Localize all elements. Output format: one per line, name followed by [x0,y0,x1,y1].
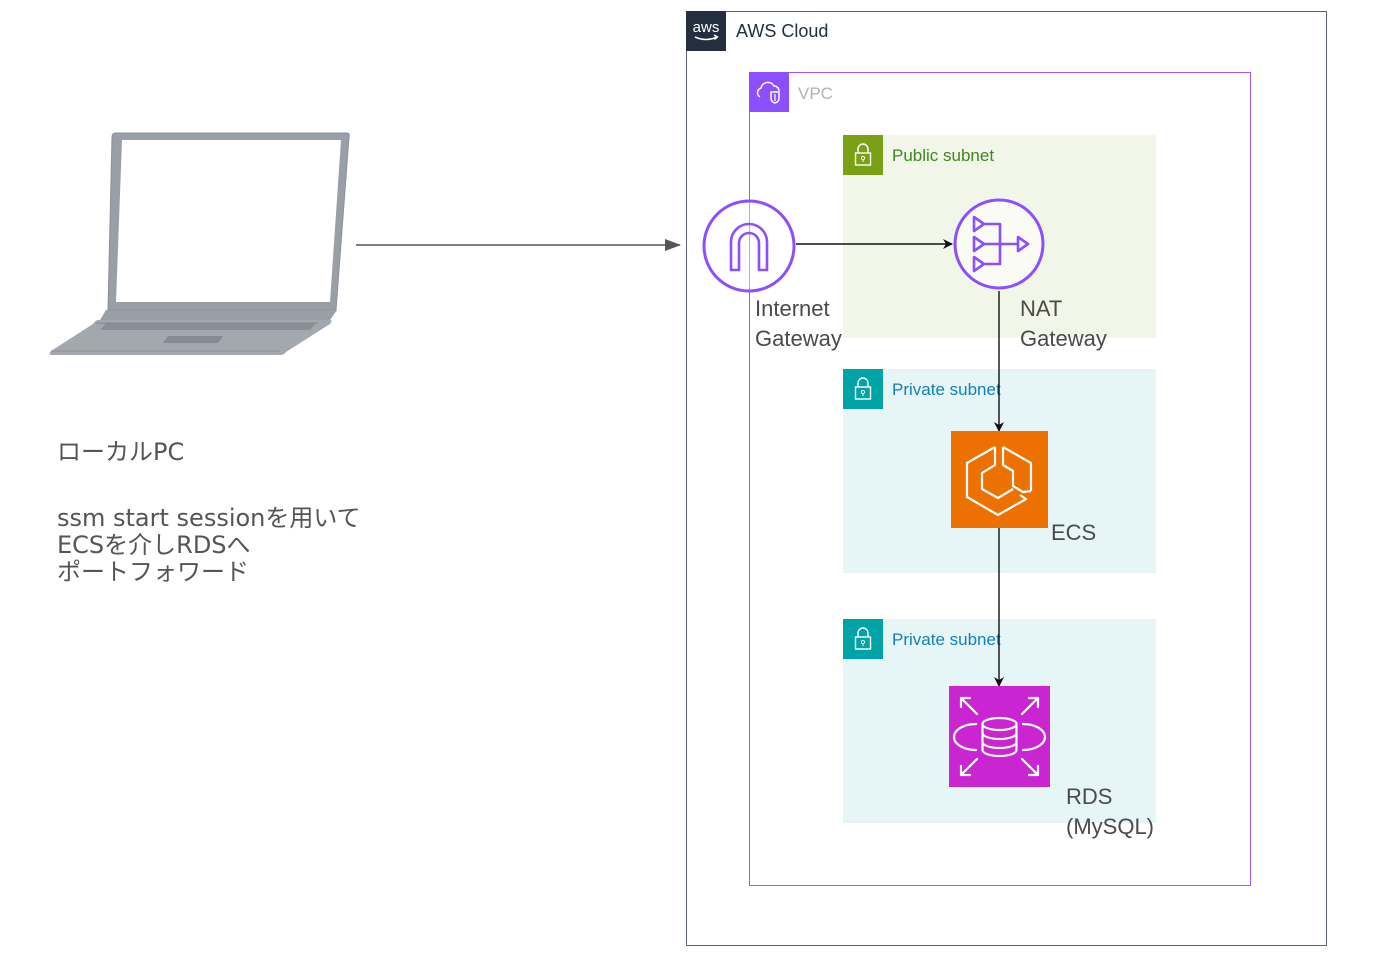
internet-gateway-label: Internet Gateway [755,296,842,351]
vpc-cloud-icon [749,72,789,112]
internet-gateway-icon[interactable] [701,198,797,299]
nat-gateway-icon[interactable] [952,197,1048,298]
lock-icon [843,135,883,175]
ecs-label: ECS [1051,520,1097,545]
private-subnet-rds-label: Private subnet [892,630,1001,649]
aws-cloud-group [686,11,1327,946]
rds-label: RDS (MySQL) [1066,784,1154,839]
lock-icon [843,619,883,659]
aws-logo-icon: aws [686,11,726,51]
aws-cloud-label: AWS Cloud [736,21,829,41]
laptop-icon[interactable] [48,130,353,365]
rds-icon[interactable] [949,686,1050,787]
vpc-group [749,72,1251,886]
nat-gateway-label: NAT Gateway [1020,296,1107,351]
private-subnet-ecs-label: Private subnet [892,380,1001,399]
local-pc-title: ローカルPC [57,438,185,466]
public-subnet-label: Public subnet [892,146,995,165]
local-pc-description: ssm start sessionを用いて ECSを介しRDSへ ポートフォワー… [57,504,361,586]
ecs-icon[interactable] [951,431,1048,528]
svg-text:aws: aws [693,19,720,36]
vpc-label: VPC [798,84,833,103]
lock-icon [843,369,883,409]
